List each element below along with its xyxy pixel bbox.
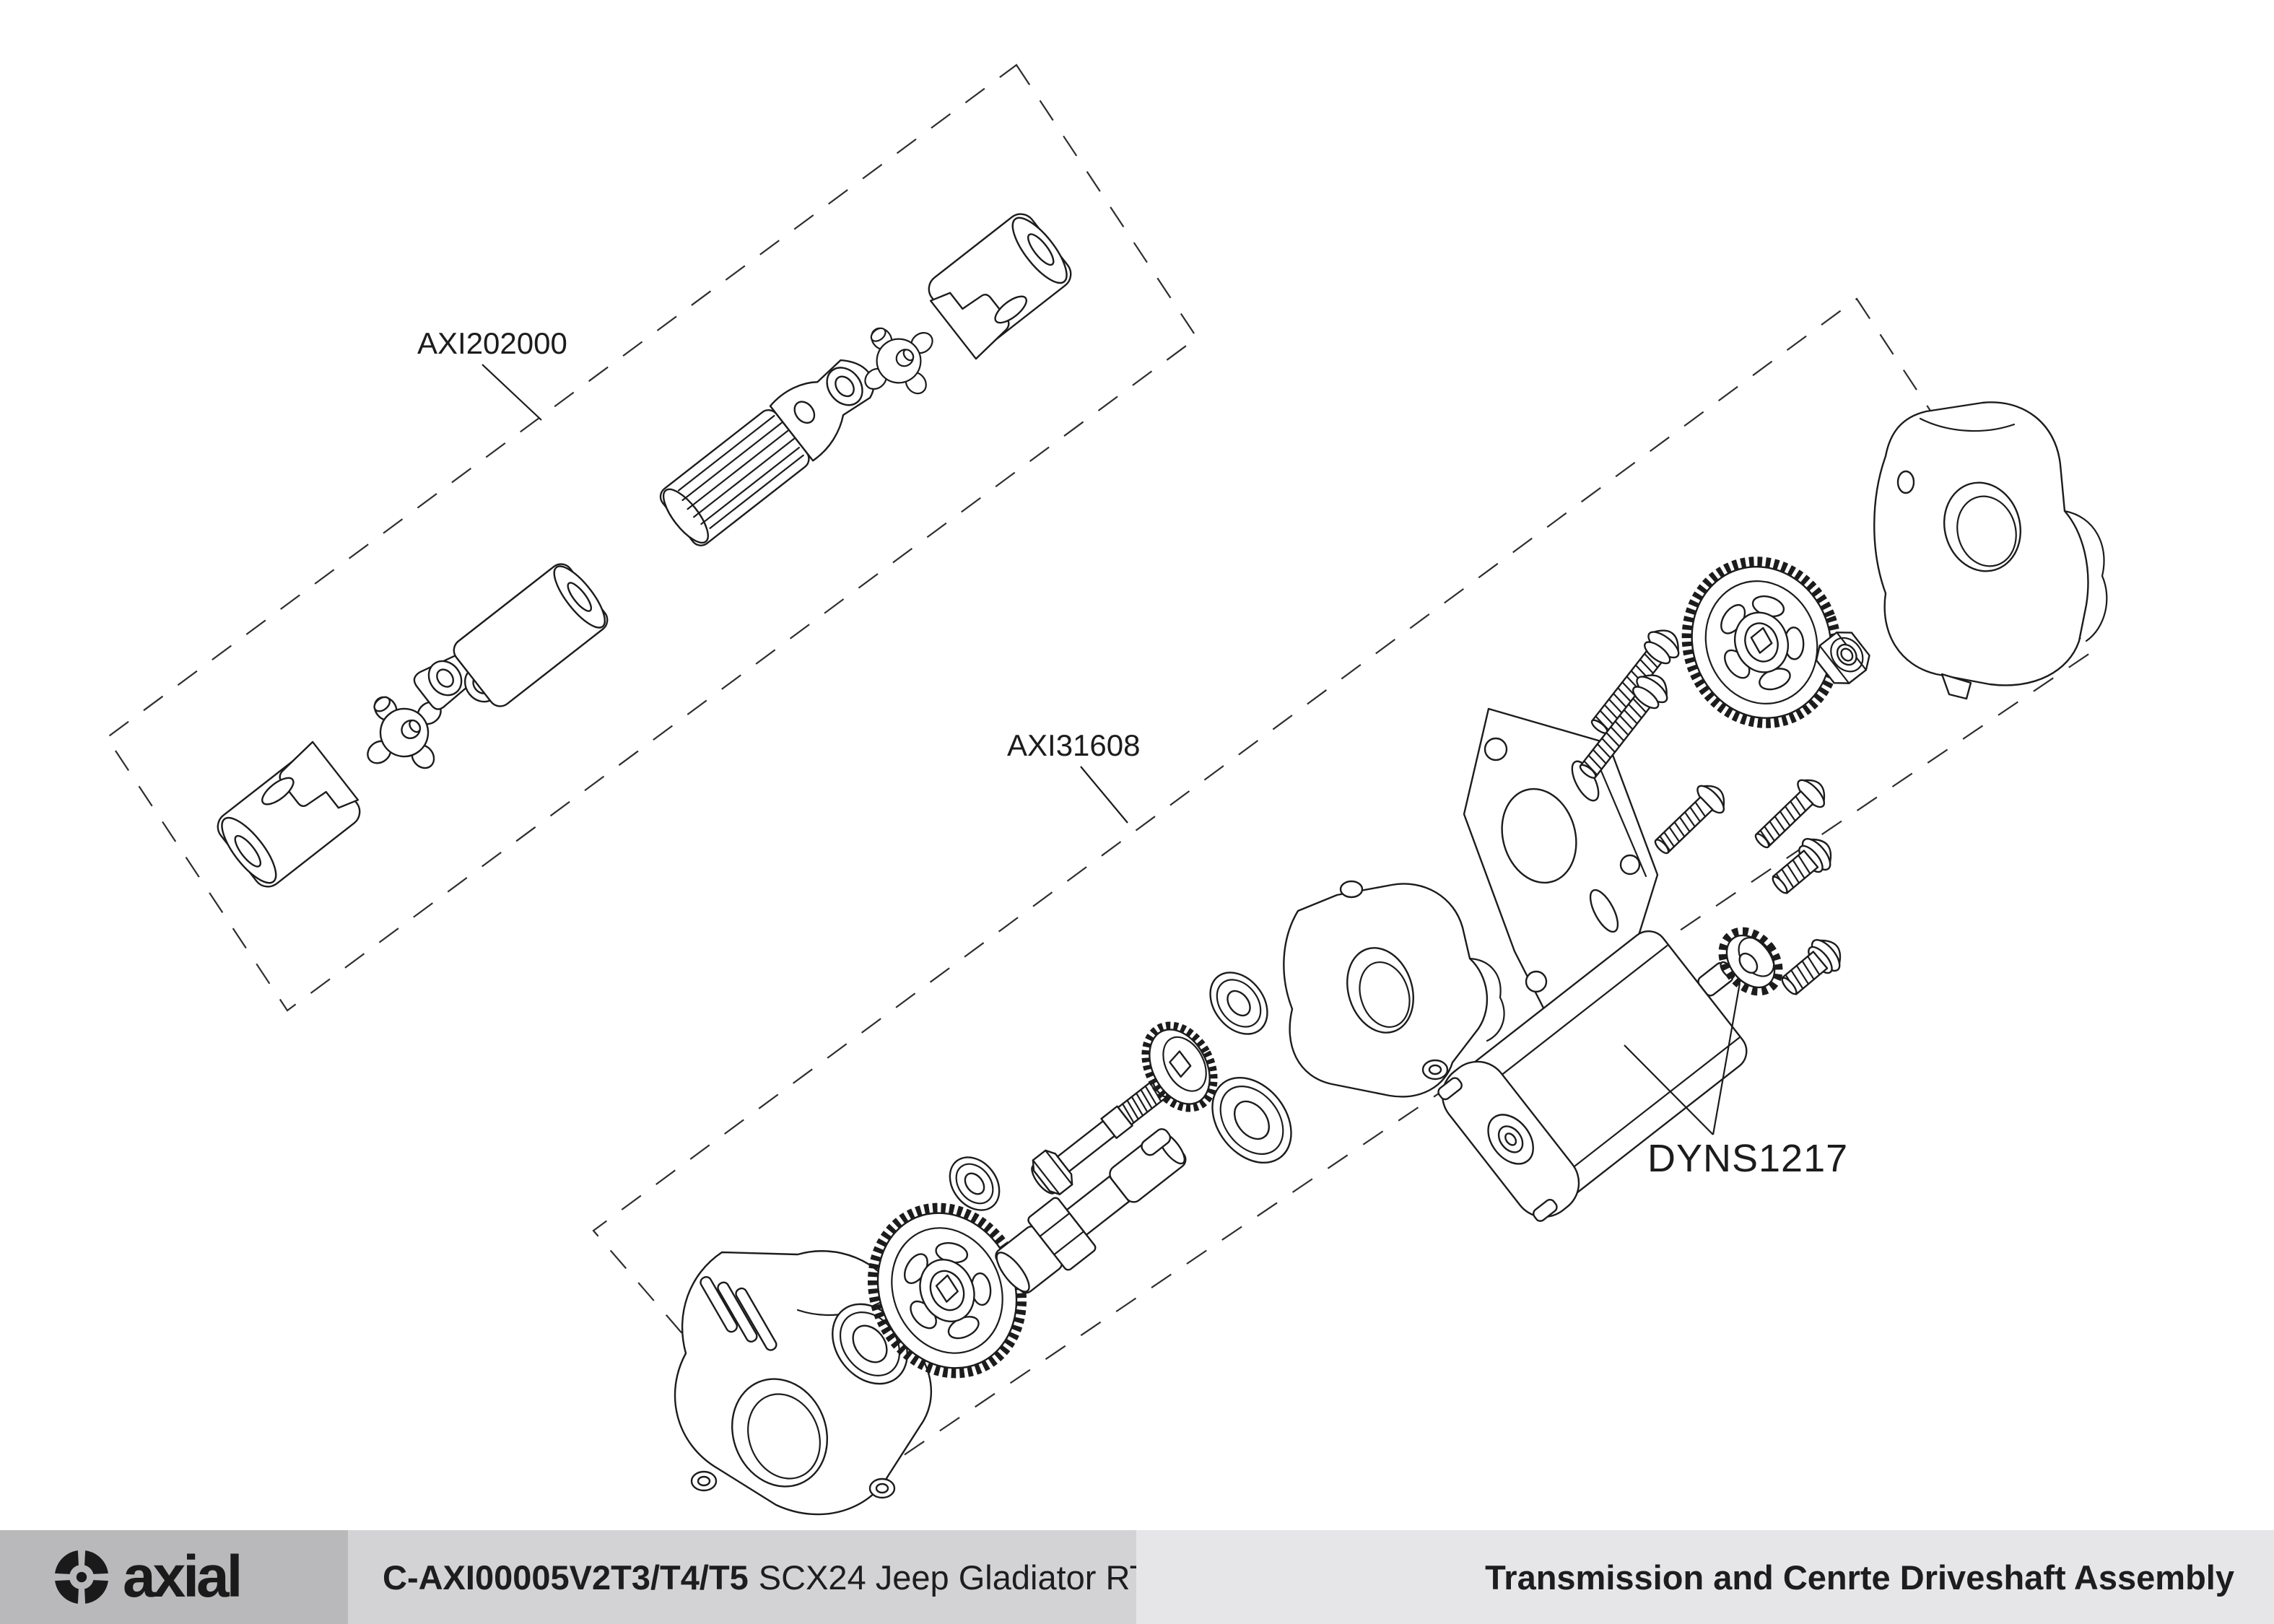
transmission-case-half-upper (1873, 401, 2108, 700)
part-code: C-AXI00005V2T3/T4/T5 (383, 1558, 749, 1597)
driveshaft-cup-rear (208, 741, 369, 894)
leader-axi31608 (1080, 766, 1128, 824)
locknut (1815, 631, 1870, 684)
gearbox-brace (1283, 880, 1505, 1098)
machine-screw (1646, 777, 1733, 863)
motor-mount-plate (1463, 707, 1659, 1026)
axial-logo-icon (55, 1550, 108, 1604)
idler-gear (1141, 1021, 1218, 1112)
leader-dyns1217-pinion (1712, 982, 1741, 1135)
exploded-diagram-canvas: AXI202000 AXI31608 DYNS1217 (105, 64, 2108, 1516)
transmission-output-shaft (995, 1128, 1187, 1294)
spur-gear-upper (1681, 556, 1842, 728)
spur-gear-lower (867, 1202, 1027, 1379)
part-number-block: C-AXI00005V2T3/T4/T5 SCX24 Jeep Gladiato… (348, 1530, 1175, 1624)
brand-block: axial (0, 1530, 348, 1624)
button-head-screw (1773, 930, 1850, 1004)
button-head-screw (1764, 829, 1841, 903)
pinion-gear (1718, 927, 1783, 996)
page-title-block: Transmission and Cenrte Driveshaft Assem… (1136, 1530, 2274, 1624)
spline-slider-shaft (659, 359, 875, 546)
ball-bearing (949, 1156, 1001, 1211)
page-title: Transmission and Cenrte Driveshaft Assem… (1485, 1558, 2234, 1597)
label-dyns1217: DYNS1217 (1647, 1137, 1848, 1180)
leader-dyns1217-motor (1624, 1044, 1714, 1135)
brand-wordmark: axial (123, 1544, 243, 1610)
footer-bar: axial C-AXI00005V2T3/T4/T5 SCX24 Jeep Gl… (0, 1530, 2274, 1624)
leader-axi202000 (482, 364, 542, 421)
label-axi202000: AXI202000 (417, 326, 567, 360)
driveshaft-yoke-tube (413, 563, 609, 710)
electric-motor (1437, 930, 1748, 1222)
product-name: SCX24 Jeep Gladiator RTR (758, 1558, 1175, 1597)
driveshaft-cup-front (920, 206, 1081, 360)
label-axi31608: AXI31608 (1007, 728, 1141, 762)
dashed-box-axi31608 (592, 297, 2091, 1506)
dashed-box-axi202000 (105, 64, 1198, 1012)
ball-bearing (1211, 1076, 1292, 1164)
ball-bearing (1209, 972, 1268, 1035)
